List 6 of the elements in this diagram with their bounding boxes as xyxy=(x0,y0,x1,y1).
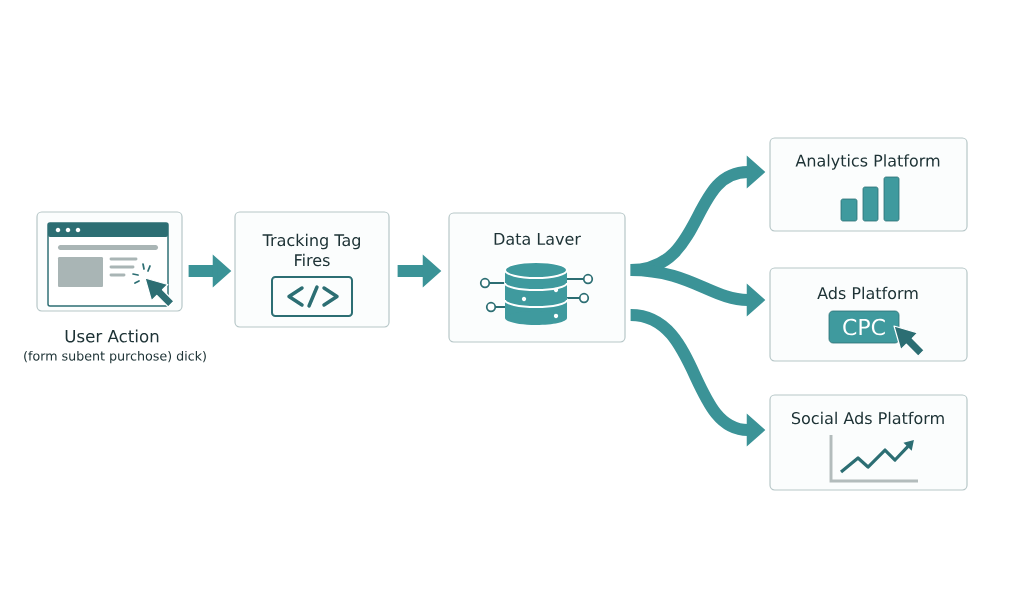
label-badge: CPC xyxy=(828,310,900,344)
process-box: Social Ads Platform xyxy=(769,394,968,491)
node-caption: (form subent purchose) dick) xyxy=(24,350,206,364)
node-title: User Action xyxy=(65,329,159,343)
process-box: Analytics Platform xyxy=(769,137,968,232)
process-box: Tracking Tag Fires xyxy=(234,211,390,328)
